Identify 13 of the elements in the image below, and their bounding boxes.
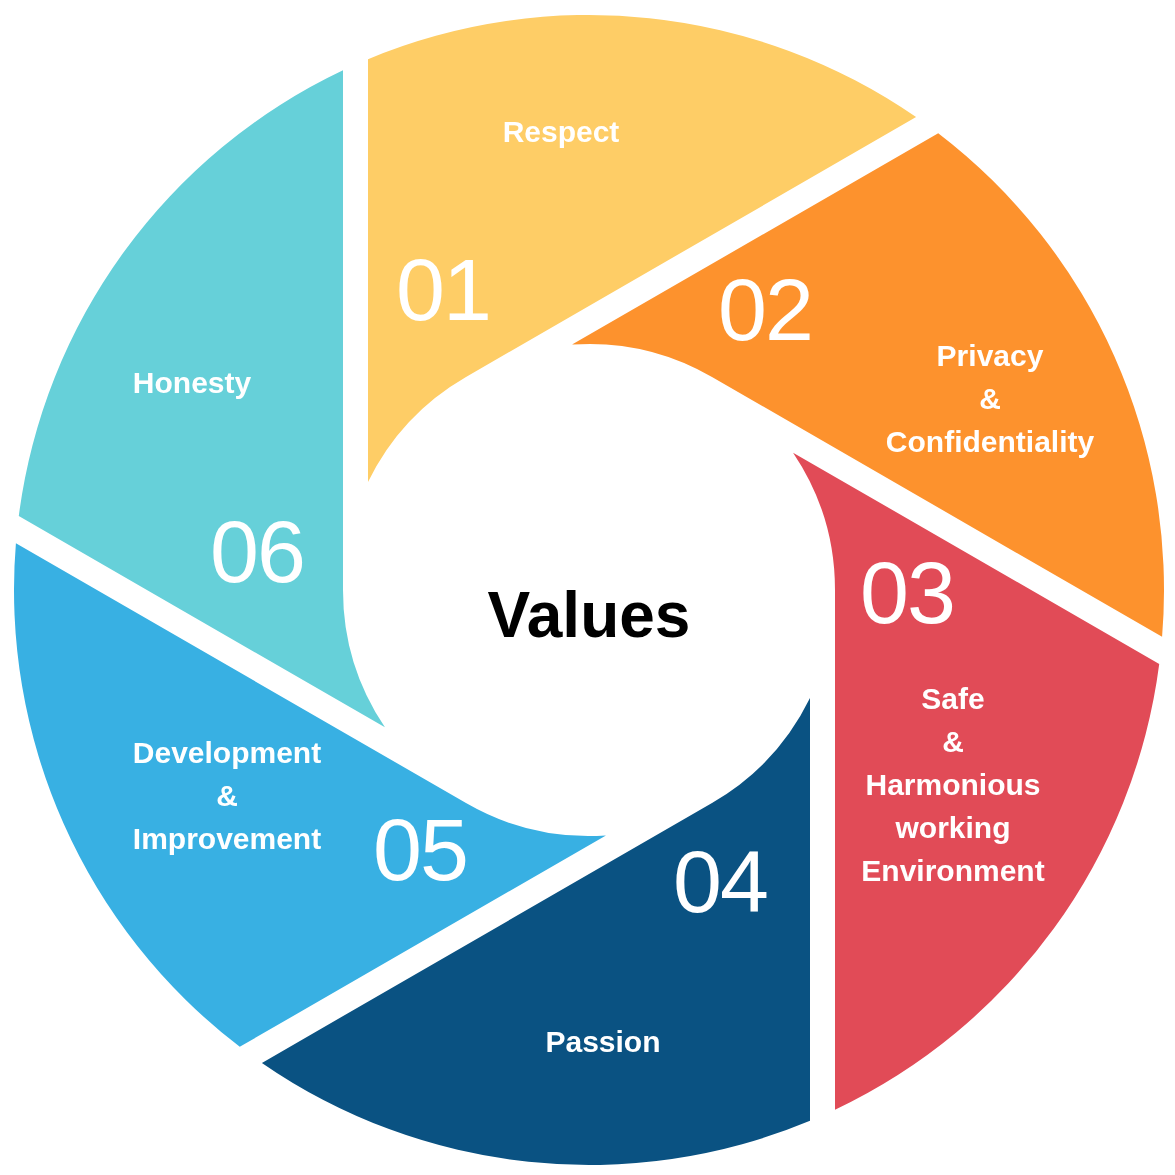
step-number: 02 (718, 266, 812, 354)
value-label: Respect (502, 113, 620, 150)
value-label: Development & Improvement (132, 734, 322, 857)
step-number: 03 (860, 549, 954, 637)
value-label: Honesty (132, 364, 252, 401)
title: Values (487, 583, 691, 647)
value-label: Passion (545, 1023, 661, 1060)
value-label: Privacy & Confidentiality (885, 337, 1095, 460)
step-number: 06 (210, 508, 304, 596)
step-number: 05 (373, 806, 467, 894)
step-number: 04 (673, 838, 767, 926)
value-label: Safe & Harmonious working Environment (861, 680, 1045, 889)
step-number: 01 (396, 246, 490, 334)
